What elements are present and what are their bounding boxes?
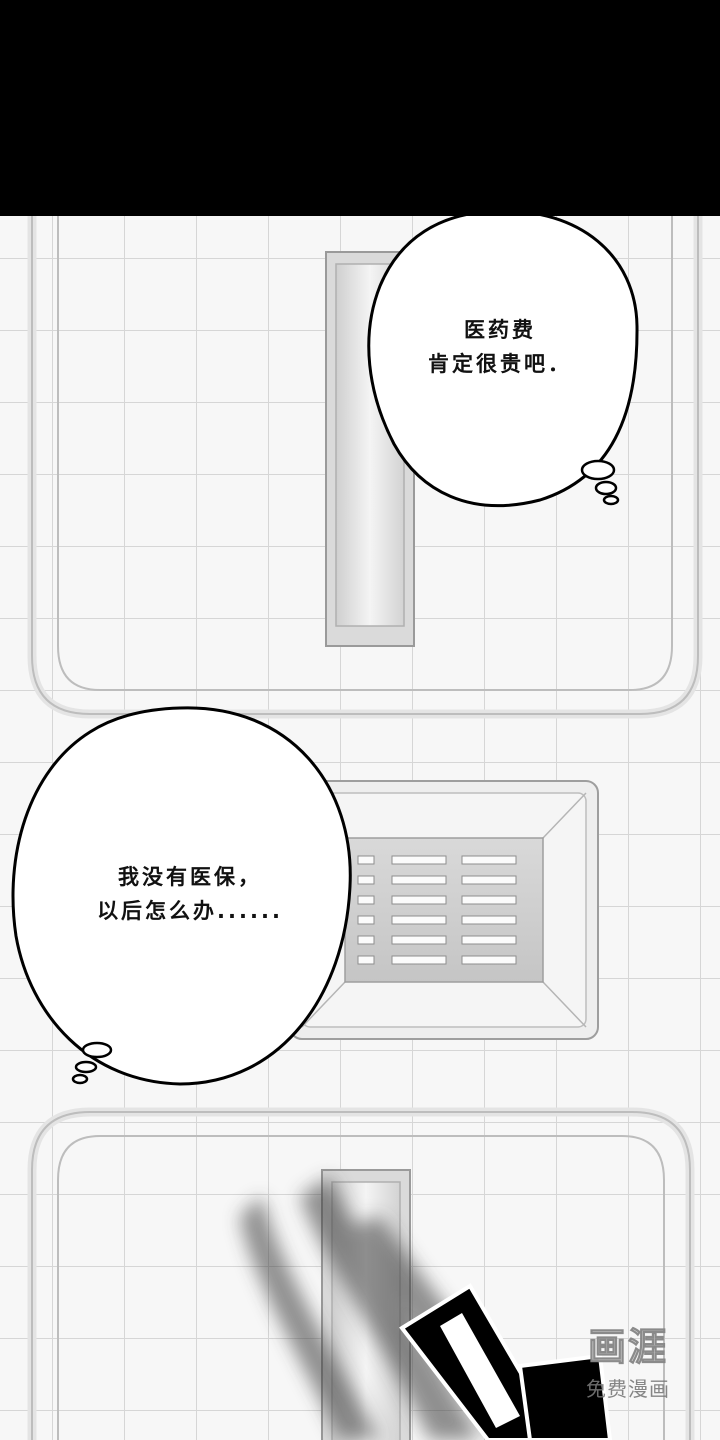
watermark-logo: 画涯 — [587, 1325, 668, 1370]
black-panel-band — [0, 0, 720, 216]
sound-effect-lettering — [399, 1283, 613, 1440]
upper-curtain-rail — [27, 216, 703, 719]
air-vent — [289, 780, 599, 1040]
speech-bubble-2 — [11, 706, 352, 1086]
speech-line: 我没有医保， — [118, 865, 262, 889]
speech-line: 以后怎么办...... — [97, 899, 283, 923]
watermark: 画涯 免费漫画 — [566, 1316, 690, 1416]
lower-curtain-rail — [27, 1107, 695, 1440]
speech-bubble-1-text: 医药费 肯定很贵吧． — [395, 313, 605, 381]
speech-line: 肯定很贵吧． — [428, 352, 572, 376]
speech-line: 医药费 — [464, 318, 536, 342]
watermark-subtitle: 免费漫画 — [586, 1377, 670, 1401]
speech-bubble-2-text: 我没有医保， 以后怎么办...... — [75, 860, 305, 928]
hospital-ceiling-scene — [0, 216, 720, 1440]
speech-bubble-1 — [367, 216, 639, 508]
